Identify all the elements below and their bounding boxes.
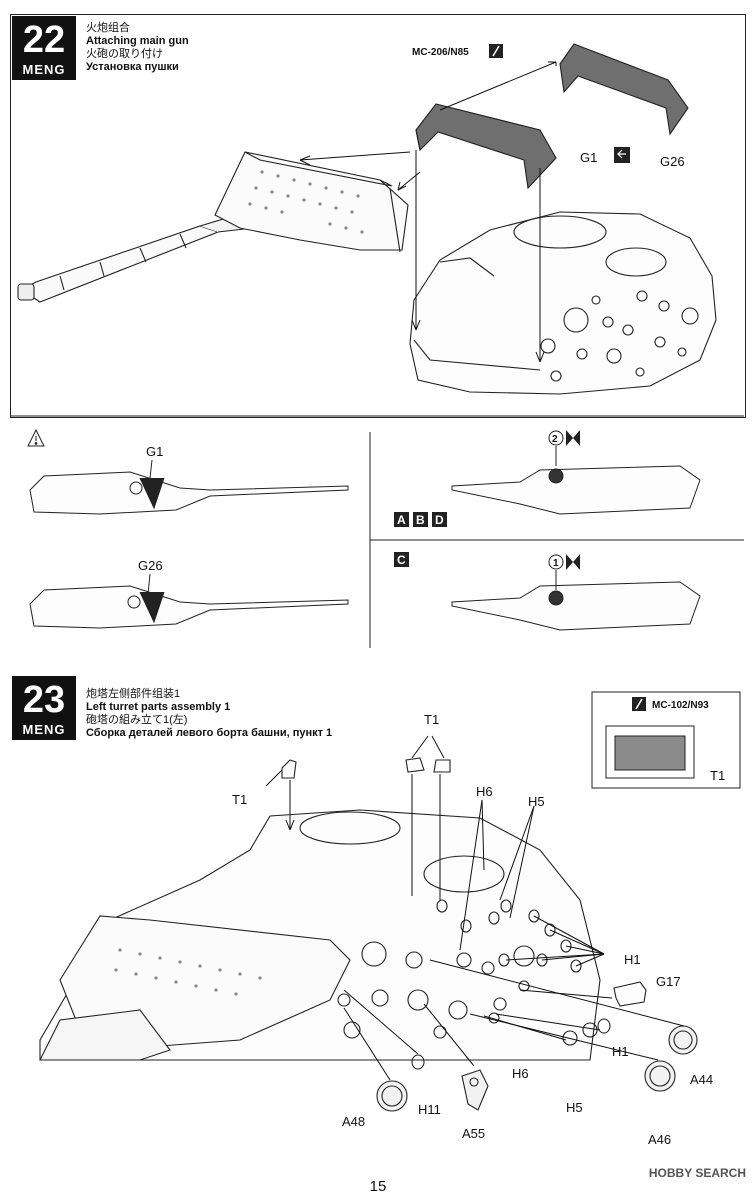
step-23-number: 23 (22, 679, 66, 721)
part-t1-left (281, 759, 297, 779)
part-a46 (644, 1060, 676, 1092)
step-22-title: 火炮组合 Attaching main gun 火砲の取り付け Установк… (86, 22, 189, 74)
step-22-title-en: Attaching main gun (86, 35, 189, 47)
swap-icon (614, 147, 630, 163)
variant-d: D (435, 513, 444, 527)
inset-part-label: T1 (710, 768, 725, 783)
step-23-title: 炮塔左侧部件组装1 Left turret parts assembly 1 砲… (86, 688, 332, 740)
step-22-title-cn: 火炮组合 (86, 22, 130, 34)
label-h6-lower: H6 (512, 1066, 529, 1081)
part-g17 (613, 981, 647, 1007)
inset-paint-code: MC-102/N93 (652, 700, 709, 711)
step-22-badge: 22 MENG (12, 16, 76, 80)
step-23-title-jp: 砲塔の組み立て1(左) (86, 714, 188, 726)
part-t1-top-a (405, 757, 425, 773)
variant-c: C (397, 553, 406, 567)
label-t1-top: T1 (424, 712, 439, 727)
variant-a: A (397, 513, 406, 527)
label-a46: A46 (648, 1132, 671, 1147)
step-23-main-drawing (39, 735, 698, 1112)
bowtie-icon-bottom (566, 554, 580, 570)
option-2-circle (548, 430, 564, 446)
step-22-paint-code: MC-206/N85 (412, 47, 469, 58)
label-g26: G26 (660, 154, 685, 169)
label-g17: G17 (656, 974, 681, 989)
label-a44: A44 (690, 1072, 713, 1087)
variant-badges-abd: A B D (394, 512, 447, 527)
label-h6-top: H6 (476, 784, 493, 799)
h-parts (411, 899, 611, 1070)
part-g1-cover (415, 103, 557, 190)
part-a48 (376, 1080, 408, 1112)
step-23-title-cn: 炮塔左侧部件组装1 (86, 688, 181, 700)
front-view-turret-bottom (451, 581, 701, 631)
side-view-turret-top (29, 471, 349, 515)
watermark: HOBBY SEARCH (648, 1166, 746, 1180)
page-number: 15 (369, 1178, 387, 1195)
warning-label-g1: G1 (146, 444, 163, 459)
step-23-badge: 23 MENG (12, 676, 76, 740)
step-22-title-jp: 火砲の取り付け (86, 48, 163, 60)
warning-label-g26: G26 (138, 558, 163, 573)
label-t1-left: T1 (232, 792, 247, 807)
label-h1-lower: H1 (612, 1044, 629, 1059)
bowtie-icon-top (566, 430, 580, 446)
label-h1-right: H1 (624, 952, 641, 967)
label-g1: G1 (580, 150, 597, 165)
paint-brush-icon-stroke (492, 45, 500, 57)
label-h5-top: H5 (528, 794, 545, 809)
label-a48: A48 (342, 1114, 365, 1129)
mantlet-rivets (248, 170, 364, 234)
option-2-label: 2 (552, 434, 558, 445)
step-23-brand-logo: MENG (22, 722, 66, 737)
part-a44 (668, 1025, 698, 1055)
step-22-arrows (299, 61, 557, 363)
step-22-number: 22 (22, 19, 66, 61)
step-23-title-ru: Сборка деталей левого борта башни, пункт… (86, 727, 333, 739)
swap-icon-arrow (617, 149, 626, 159)
turret-body (409, 211, 717, 395)
option-1-circle (548, 554, 564, 570)
warning-icon (27, 428, 45, 447)
part-t1-top-b (433, 759, 451, 773)
label-h5-lower: H5 (566, 1100, 583, 1115)
option-1-label: 1 (553, 558, 559, 569)
turret-holes (540, 290, 699, 382)
step-22-brand-logo: MENG (22, 62, 66, 77)
part-g26-cover (559, 43, 689, 136)
variant-b: B (416, 513, 425, 527)
step-22-title-ru: Установка пушки (86, 61, 179, 73)
step-23-inset (591, 691, 741, 789)
label-h11: H11 (418, 1102, 441, 1117)
gun-mantlet (214, 151, 409, 253)
step-23-title-en: Left turret parts assembly 1 (86, 701, 231, 713)
part-a55 (461, 1069, 489, 1111)
variant-badge-c: C (394, 552, 409, 567)
label-a55: A55 (462, 1126, 485, 1141)
step-22-main-drawing (17, 43, 717, 395)
front-view-turret-top (451, 465, 701, 515)
side-view-turret-bottom (29, 585, 349, 629)
